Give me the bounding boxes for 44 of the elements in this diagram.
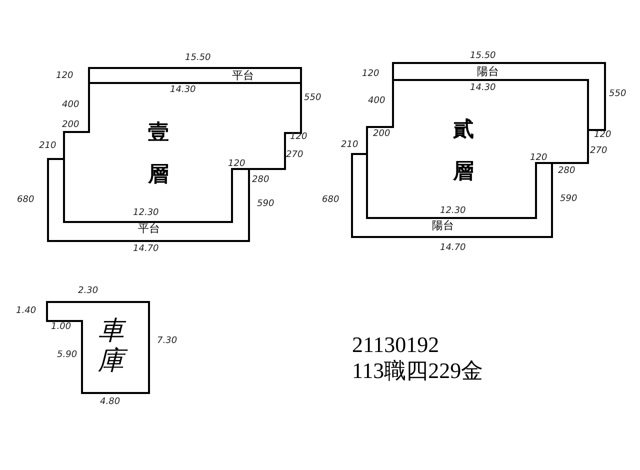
dimension-label: 120 [362,70,380,79]
dimension-label: 14.70 [133,245,159,254]
dimension-label: 5.90 [57,351,78,360]
dimension-label: 12.30 [133,209,159,218]
dimension-label: 14.30 [170,86,196,95]
dimension-label: 1.40 [16,307,36,316]
dimension-label: 550 [609,90,626,99]
dimension-label: 14.70 [440,244,466,253]
dimension-label: 200 [62,121,80,130]
dimension-label: 210 [341,141,358,150]
dimension-label: 680 [322,196,340,205]
dimension-label: 280 [558,167,576,176]
room-label: 陽台 [432,220,454,232]
dimension-label: 120 [594,131,612,140]
dimension-label: 14.30 [470,84,496,93]
room-label: 平台 [138,223,160,236]
dimension-label: 550 [304,94,322,103]
dimension-label: 1.00 [51,323,72,332]
dimension-label: 120 [228,160,246,169]
dimension-label: 270 [590,147,608,156]
reference-number: 113職四229金 [352,360,484,382]
room-label: 陽台 [477,66,499,78]
dimension-label: 120 [56,72,74,81]
dimension-label: 7.30 [157,337,178,346]
dimension-label: 120 [290,133,308,142]
dimension-label: 270 [286,151,304,160]
room-label: 壹層 [148,118,169,188]
dimension-label: 400 [62,101,80,110]
dimension-label: 200 [373,130,390,139]
dimension-label: 590 [257,200,274,209]
dimension-label: 280 [252,176,270,185]
reference-number: 21130192 [352,334,440,356]
dimension-label: 2.30 [78,287,98,296]
dimension-label: 680 [17,196,34,205]
dimension-label: 15.50 [470,52,496,61]
dimension-label: 210 [39,142,56,151]
dimension-label: 590 [560,195,578,204]
dimension-label: 120 [530,154,548,163]
dimension-label: 15.50 [185,54,211,63]
dimension-label: 400 [368,97,386,106]
dimension-label: 4.80 [100,398,120,407]
room-label: 貳層 [453,115,474,185]
dimension-label: 12.30 [440,207,466,216]
room-label: 平台 [232,70,254,82]
